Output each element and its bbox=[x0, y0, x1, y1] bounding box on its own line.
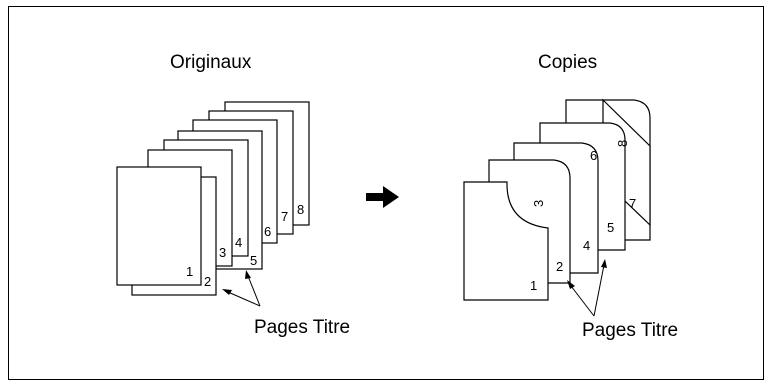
copy-page-6: 6 bbox=[590, 148, 597, 163]
right-arrow-icon bbox=[366, 186, 399, 208]
copy-sheet-1 bbox=[463, 181, 549, 301]
arrowhead-icon bbox=[601, 259, 607, 268]
copies-stack bbox=[463, 98, 651, 301]
original-sheet-1 bbox=[116, 166, 202, 286]
copy-page-7: 7 bbox=[629, 196, 636, 211]
original-page-7: 7 bbox=[281, 209, 288, 224]
copy-page-numbers: 1 2 3 4 5 6 7 8 bbox=[530, 140, 636, 293]
copies-callout-arrows bbox=[570, 264, 605, 317]
copy-page-3: 3 bbox=[531, 200, 546, 207]
arrowhead-icon bbox=[245, 270, 251, 279]
copy-page-4: 4 bbox=[583, 238, 590, 253]
arrowhead-icon bbox=[222, 289, 232, 295]
original-page-6: 6 bbox=[264, 224, 271, 239]
original-page-4: 4 bbox=[235, 235, 242, 250]
original-page-5: 5 bbox=[250, 253, 257, 268]
copy-page-8: 8 bbox=[615, 140, 630, 147]
originals-heading: Originaux bbox=[170, 52, 252, 73]
copy-page-5: 5 bbox=[607, 220, 614, 235]
original-page-2: 2 bbox=[204, 274, 211, 289]
copies-heading: Copies bbox=[538, 52, 597, 73]
original-page-1: 1 bbox=[186, 264, 193, 279]
copy-page-1: 1 bbox=[530, 278, 537, 293]
arrowhead-icon bbox=[567, 280, 575, 289]
originals-callout-arrows bbox=[227, 275, 261, 307]
copies-callout-label: Pages Titre bbox=[582, 320, 678, 341]
originals-stack bbox=[116, 101, 310, 296]
diagram-frame bbox=[8, 6, 764, 380]
originals-callout-label: Pages Titre bbox=[254, 317, 350, 338]
original-page-3: 3 bbox=[219, 245, 226, 260]
original-page-8: 8 bbox=[297, 202, 304, 217]
original-page-numbers: 1 2 3 4 5 6 7 8 bbox=[186, 202, 304, 289]
copy-page-2: 2 bbox=[556, 259, 563, 274]
